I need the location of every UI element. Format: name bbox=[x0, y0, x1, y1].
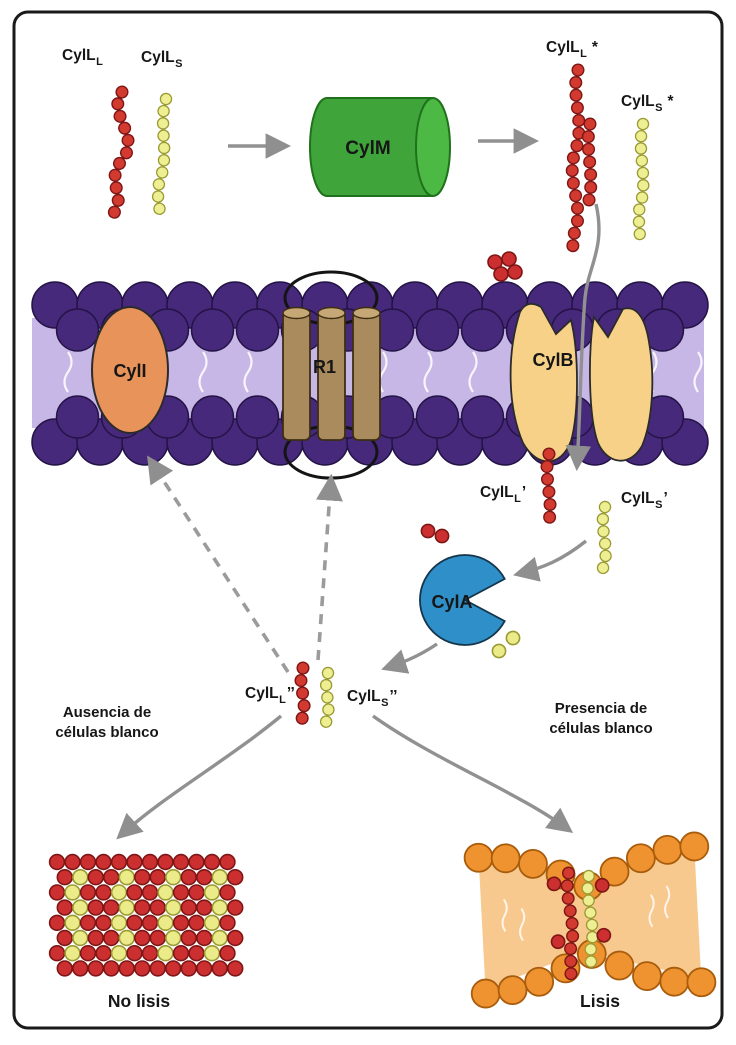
absence-text-line2: células blanco bbox=[55, 724, 158, 741]
cylb-label: CylB bbox=[532, 350, 573, 370]
presence-text-line1: Presencia de bbox=[555, 700, 648, 717]
r1-label: R1 bbox=[313, 357, 336, 377]
no-lysis-label: No lisis bbox=[108, 991, 171, 1011]
cyl-ll-prime-peptide-chain bbox=[547, 454, 550, 529]
cylb-transporter: CylB bbox=[509, 302, 654, 463]
dashed-arrow-to-cyli bbox=[147, 455, 290, 673]
cyl-ll-star-label: CylLL* bbox=[546, 39, 599, 60]
cyl-ls-star-peptide-chain bbox=[638, 124, 643, 240]
cylm-label: CylM bbox=[345, 138, 390, 159]
cyl-ll-dprime-peptide-chain bbox=[301, 668, 304, 721]
cyl-ll-dprime-label: CylLL’’ bbox=[245, 685, 295, 706]
cyl-ls-prime-peptide-chain bbox=[603, 507, 606, 568]
red-beads-at-cylb bbox=[487, 251, 523, 282]
cylm-enzyme: CylM bbox=[309, 97, 451, 197]
arrow-to-lysis bbox=[372, 714, 574, 834]
cyl-ls-star-label: CylLS* bbox=[621, 93, 674, 114]
cleaved-leader-beads bbox=[420, 523, 521, 659]
cyl-ls-dprime-peptide-chain bbox=[326, 673, 328, 722]
arrow-secretion-through-cylb bbox=[565, 203, 601, 472]
r1-receptor: R1 bbox=[282, 306, 381, 441]
absence-text-line1: Ausencia de bbox=[63, 704, 151, 721]
arrow-to-cyla bbox=[513, 539, 588, 582]
cyl-ls-dprime-label: CylLS’’ bbox=[347, 688, 397, 709]
diagram-border bbox=[12, 10, 724, 1030]
cyla-protease: CylA bbox=[419, 554, 506, 646]
arrow-from-cyla bbox=[381, 642, 438, 674]
lysis-label: Lisis bbox=[580, 991, 620, 1011]
cyl-ll-label: CylLL bbox=[62, 47, 103, 68]
cyl-ls-label: CylLS bbox=[141, 49, 182, 70]
cyla-label: CylA bbox=[431, 592, 472, 612]
dashed-arrow-to-r1 bbox=[315, 473, 343, 661]
lysed-target-membrane bbox=[463, 831, 717, 1009]
arrow-to-no-lysis bbox=[116, 714, 283, 840]
membrane-pore-peptides bbox=[546, 871, 612, 975]
cyli-label: CylI bbox=[113, 361, 146, 381]
cyli-immunity-protein: CylI bbox=[91, 306, 169, 434]
cyl-ll-prime-label: CylLL’ bbox=[480, 484, 526, 505]
presence-text-line2: células blanco bbox=[549, 720, 652, 737]
peptide-aggregate bbox=[48, 853, 244, 977]
cyl-ls-prime-label: CylLS’ bbox=[621, 490, 668, 511]
